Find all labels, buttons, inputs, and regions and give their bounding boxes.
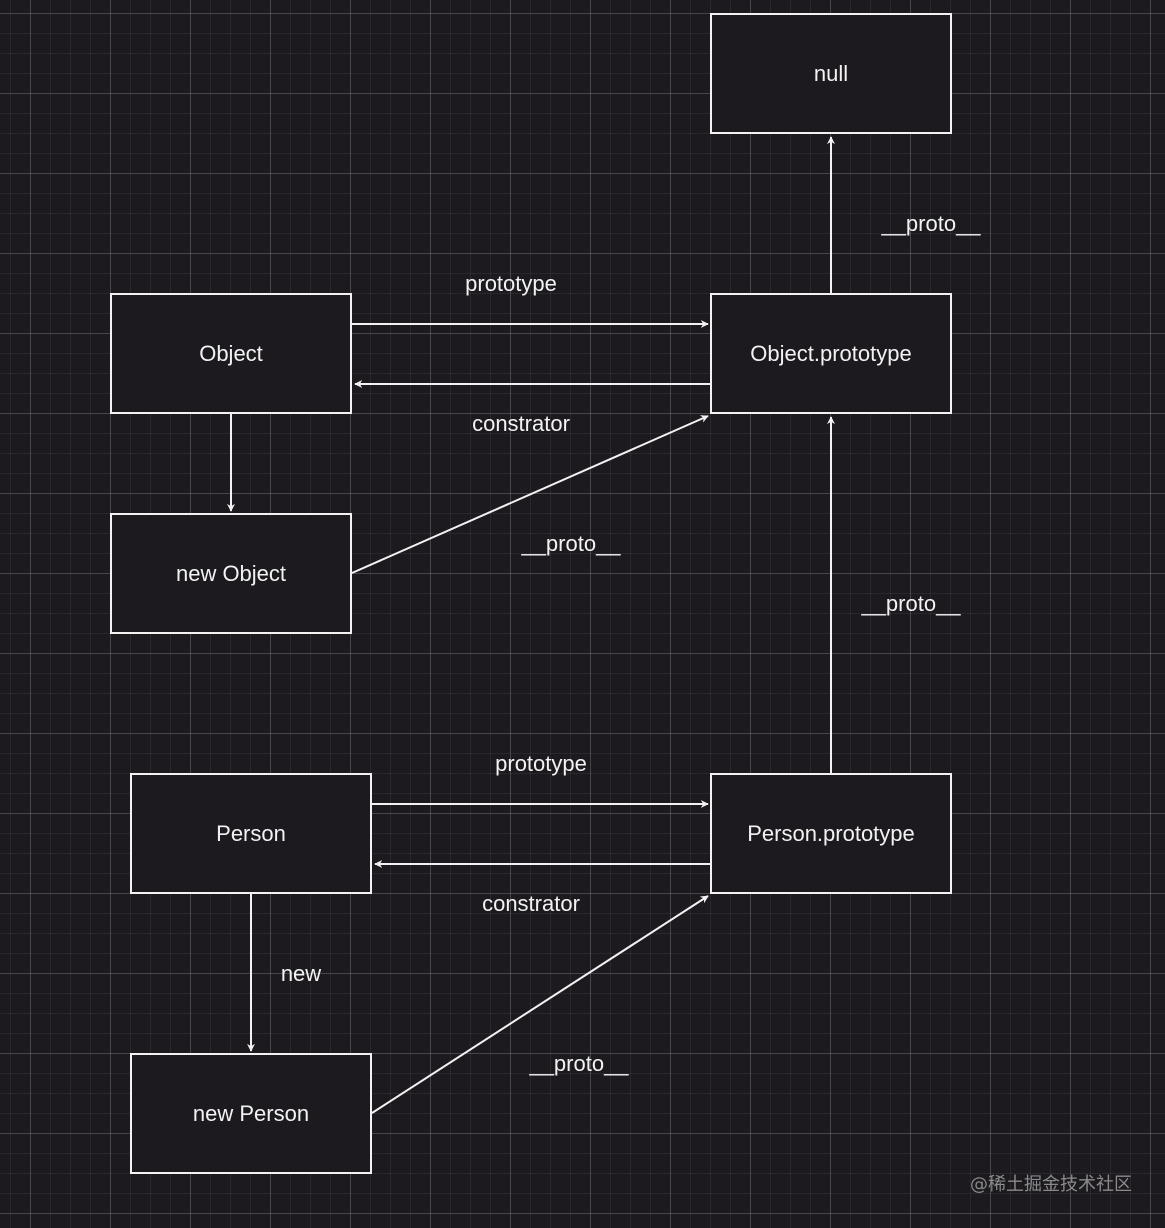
edge-newperson-proto xyxy=(371,895,709,1114)
node-person-prototype-label: Person.prototype xyxy=(747,820,915,846)
node-object-label: Object xyxy=(199,340,263,366)
node-object-prototype[interactable]: Object.prototype xyxy=(710,293,952,414)
label-objproto-to-null: __proto__ xyxy=(881,211,981,236)
label-newobject-proto: __proto__ xyxy=(521,531,621,556)
label-object-constructor: constrator xyxy=(472,411,570,436)
node-new-person-label: new Person xyxy=(192,1100,310,1126)
label-person-prototype: prototype xyxy=(495,751,587,776)
node-person-label: Person xyxy=(216,820,286,846)
node-object[interactable]: Object xyxy=(110,293,352,414)
node-null[interactable]: null xyxy=(710,13,952,134)
node-null-label: null xyxy=(813,60,849,86)
node-new-object-label: new Object xyxy=(175,560,287,586)
node-person-prototype[interactable]: Person.prototype xyxy=(710,773,952,894)
node-person[interactable]: Person xyxy=(130,773,372,894)
label-person-new: new xyxy=(280,961,322,986)
watermark: @稀土掘金技术社区 xyxy=(970,1174,1132,1195)
label-personproto-to-objproto: __proto__ xyxy=(861,591,961,616)
node-new-person[interactable]: new Person xyxy=(130,1053,372,1174)
label-object-prototype: prototype xyxy=(465,271,557,296)
label-newperson-proto: __proto__ xyxy=(529,1051,629,1076)
label-person-constructor: constrator xyxy=(482,891,580,916)
edge-newobject-proto xyxy=(351,415,709,574)
node-object-prototype-label: Object.prototype xyxy=(750,340,912,366)
node-new-object[interactable]: new Object xyxy=(110,513,352,634)
